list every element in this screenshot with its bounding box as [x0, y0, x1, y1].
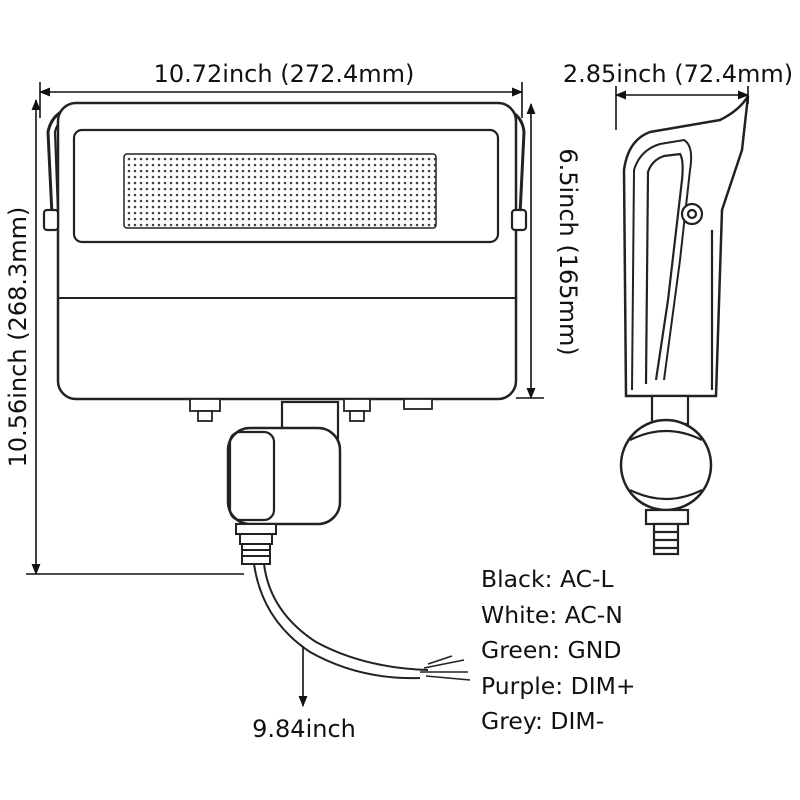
- left-knob: [42, 208, 60, 232]
- housing: [56, 101, 518, 401]
- side-depth-label: 2.85inch (72.4mm): [563, 60, 793, 88]
- knuckle: [619, 418, 713, 512]
- conduit-fitting: [235, 523, 277, 565]
- front-view: [42, 101, 528, 681]
- legend-item-white: White: AC-N: [481, 600, 623, 629]
- side-knob: [680, 202, 704, 226]
- legend-item-grey: Grey: DIM-: [481, 707, 605, 735]
- side-view: [619, 95, 750, 556]
- legend-item-green: Green: GND: [481, 636, 622, 664]
- junction-box: [226, 426, 342, 526]
- cable: [253, 563, 421, 680]
- bottom-screws: [189, 398, 433, 422]
- body-height-label: 6.5inch (165mm): [554, 148, 582, 355]
- front-width-label: 10.72inch (272.4mm): [154, 60, 415, 88]
- cable-length-label: 9.84inch: [252, 715, 356, 743]
- wiring-legend: Black: AC-L White: AC-N Green: GND Purpl…: [481, 562, 636, 740]
- legend-item-purple: Purple: DIM+: [481, 671, 636, 700]
- legend-item-black: Black: AC-L: [481, 565, 614, 593]
- led-panel: [123, 153, 437, 229]
- right-knob: [510, 208, 528, 232]
- dimension-lines: [26, 82, 750, 708]
- lens-frame: [72, 128, 500, 244]
- overall-height-label: 10.56inch (268.3mm): [4, 207, 32, 468]
- cable-wire-ends: [420, 655, 471, 681]
- side-bracket: [631, 138, 693, 391]
